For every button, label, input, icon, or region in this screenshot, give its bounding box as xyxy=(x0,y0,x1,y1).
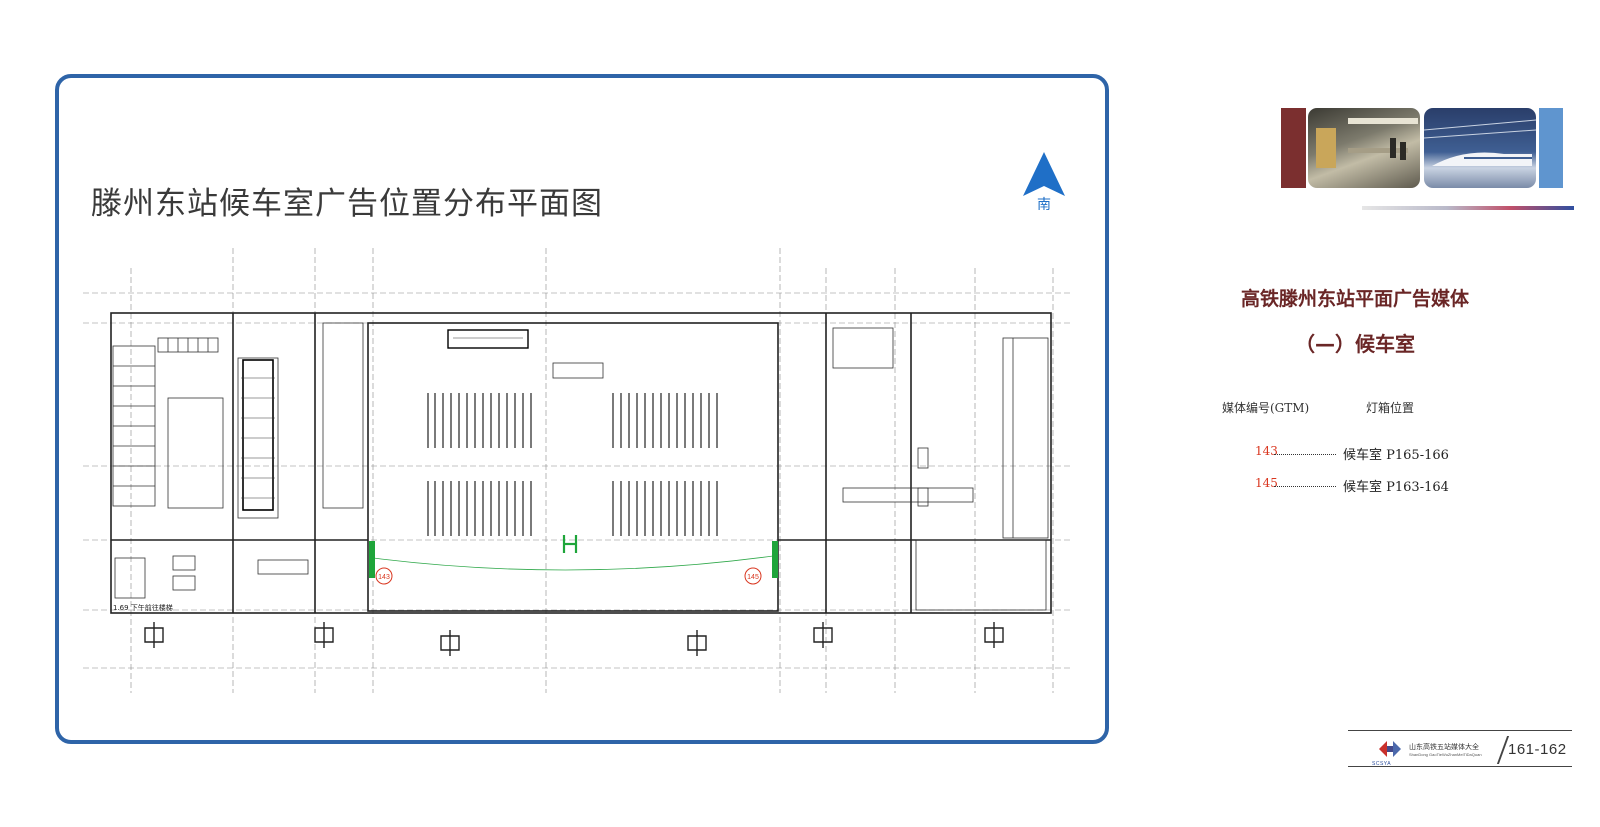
blue-bar xyxy=(1539,108,1563,188)
media-section-subtitle: （—）候车室 xyxy=(1295,332,1415,356)
compass-arrow-icon xyxy=(1023,152,1065,196)
page-numbers: 161-162 xyxy=(1508,741,1567,758)
ad-marker-145 xyxy=(744,567,762,585)
media-section-title: 高铁滕州东站平面广告媒体 xyxy=(1240,288,1469,310)
accent-gradient-line xyxy=(1362,206,1574,210)
legend-header-position: 灯箱位置 xyxy=(1366,401,1415,415)
legend-location: 候车室 P165-166 xyxy=(1343,448,1449,463)
map-title: 滕州东站候车室广告位置分布平面图 xyxy=(91,186,603,222)
ad-marker-143-label: 143 xyxy=(378,574,390,581)
waiting-hall-photo xyxy=(1308,108,1420,188)
floorplan-panel: 滕州东站候车室广告位置分布平面图 南 xyxy=(55,74,1109,744)
legend-code: 143 xyxy=(1255,444,1278,458)
leader-dots xyxy=(1274,486,1336,487)
maroon-bar xyxy=(1281,108,1306,188)
footer-rule-top xyxy=(1348,730,1572,731)
floorplan-bottom-note: 1.69 下午前往楼梯 xyxy=(113,603,173,612)
legend-header-code: 媒体编号(GTM) xyxy=(1222,401,1310,415)
scsya-logo-icon xyxy=(1379,741,1401,757)
lightbox-145 xyxy=(772,541,778,578)
ad-marker-145-label: 145 xyxy=(747,574,759,581)
footer-brand: 山东高铁五站媒体大全 xyxy=(1409,743,1479,751)
north-arrow-compass: 南 xyxy=(1019,150,1069,213)
lightbox-143 xyxy=(369,541,375,578)
legend-location: 候车室 P163-164 xyxy=(1343,480,1449,495)
leader-dots xyxy=(1274,454,1336,455)
ad-marker-143 xyxy=(375,567,393,585)
high-speed-train-photo xyxy=(1424,108,1536,188)
station-photo-strip xyxy=(1281,108,1563,190)
floorplan-drawing: 143 145 1.69 下午前往楼梯 xyxy=(83,248,1073,693)
compass-label: 南 xyxy=(1037,197,1051,213)
logo-text: SCSYA xyxy=(1372,761,1392,767)
footer-rule-bottom xyxy=(1348,766,1572,767)
footer-brand-pinyin: ShanDong GaoTieWuZhanMeiTiDaQuan xyxy=(1409,752,1482,757)
legend-code: 145 xyxy=(1255,476,1278,490)
